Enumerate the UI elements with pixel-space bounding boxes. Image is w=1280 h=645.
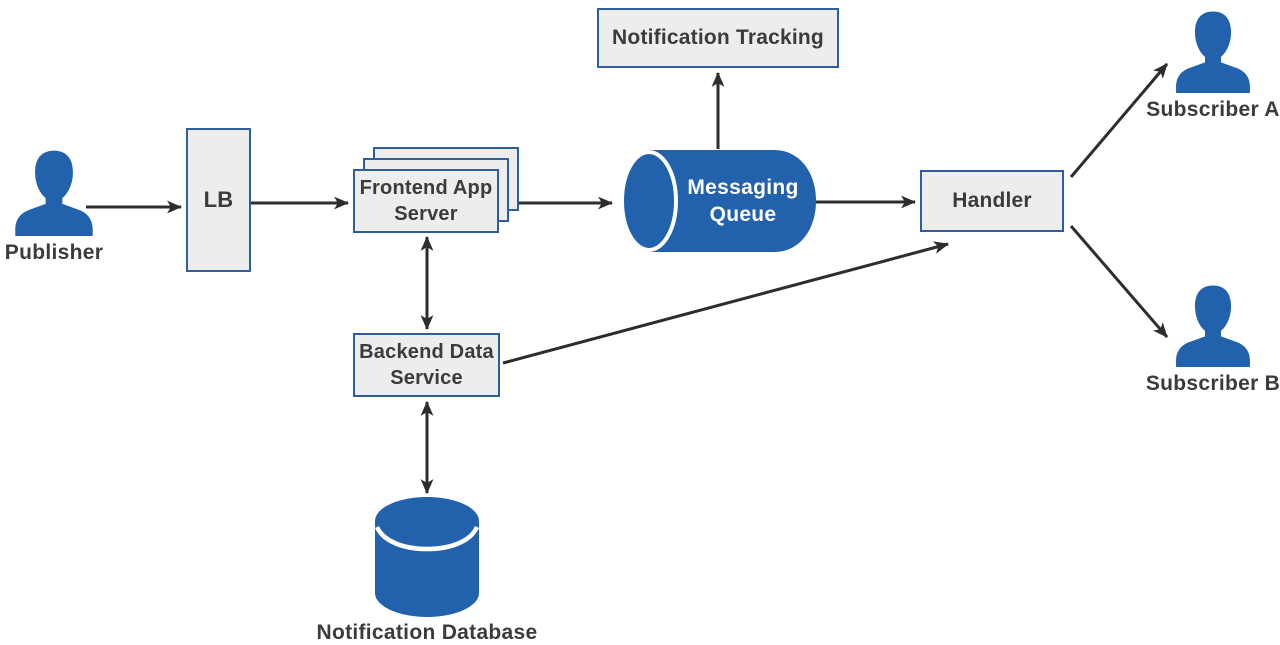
queue-cylinder-icon [620, 150, 816, 252]
node-subscriber-a: Subscriber A [1146, 9, 1280, 122]
backend-data-service-label: Backend Data Service [359, 341, 494, 389]
handler-label: Handler [952, 189, 1032, 212]
person-icon [1176, 285, 1250, 367]
node-messaging-queue: Messaging Queue [618, 150, 816, 252]
node-notification-database: Notification Database [315, 497, 539, 645]
subscriber-b-label: Subscriber B [1145, 372, 1280, 395]
edge-backend-to-handler [502, 241, 950, 365]
frontend-app-server-box: Frontend App Server [353, 169, 499, 233]
frontend-app-server-label: Frontend App Server [359, 177, 493, 225]
person-icon [15, 150, 93, 236]
person-icon [1176, 11, 1250, 93]
messaging-queue-label: Messaging Queue [687, 176, 799, 226]
publisher-label: Publisher [4, 241, 104, 264]
notification-tracking-label: Notification Tracking [612, 26, 824, 49]
node-frontend-app-server: Frontend App Server [353, 147, 521, 235]
database-cylinder-icon [375, 497, 479, 617]
node-publisher: Publisher [4, 148, 104, 265]
node-handler: Handler [920, 170, 1064, 232]
node-lb: LB [186, 128, 251, 272]
node-subscriber-b: Subscriber B [1146, 283, 1280, 396]
subscriber-a-label: Subscriber A [1146, 98, 1280, 121]
notification-database-label: Notification Database [316, 621, 538, 644]
lb-label: LB [203, 187, 234, 212]
node-notification-tracking: Notification Tracking [597, 8, 839, 68]
node-backend-data-service: Backend Data Service [353, 333, 500, 397]
